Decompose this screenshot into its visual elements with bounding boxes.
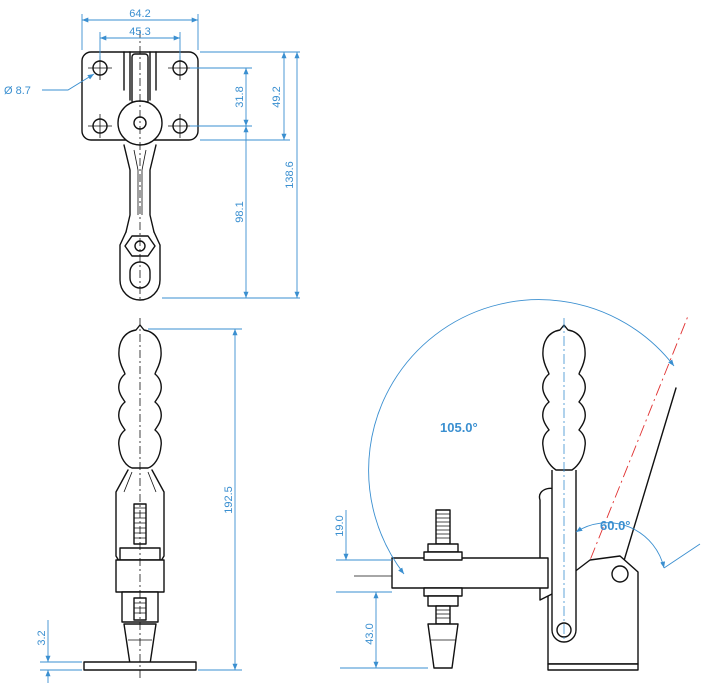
dim-bar-height: 19.0	[334, 515, 346, 536]
dim-arm-length: 98.1	[234, 201, 246, 222]
clamp-arm	[391, 557, 549, 589]
top-view	[81, 30, 199, 301]
dim-handle-angle: 105.0°	[440, 420, 478, 435]
dim-overall-length: 138.6	[284, 161, 296, 189]
dim-hole-spacing: 31.8	[234, 86, 246, 107]
front-view	[83, 318, 197, 678]
dim-base-length: 49.2	[271, 86, 283, 107]
front-view-dimensions: 192.5 3.2	[36, 328, 242, 683]
top-view-dimensions: 64.2 45.3 Ø 8.7 31.8 49.2 98.1 138.6	[4, 8, 300, 299]
side-spindle-cone	[427, 623, 459, 669]
side-view-dimensions: 105.0° 60.0° 19.0 43.0	[334, 299, 701, 669]
dim-top-width-holes: 45.3	[129, 26, 150, 38]
dim-hole-diameter: Ø 8.7	[4, 85, 31, 97]
side-view	[354, 315, 689, 671]
dim-arm-angle: 60.0°	[600, 518, 631, 533]
dim-overall-height: 192.5	[223, 486, 235, 514]
dim-base-thickness: 3.2	[36, 630, 48, 645]
dim-top-width-overall: 64.2	[129, 8, 150, 20]
dim-spindle-height: 43.0	[364, 623, 376, 644]
